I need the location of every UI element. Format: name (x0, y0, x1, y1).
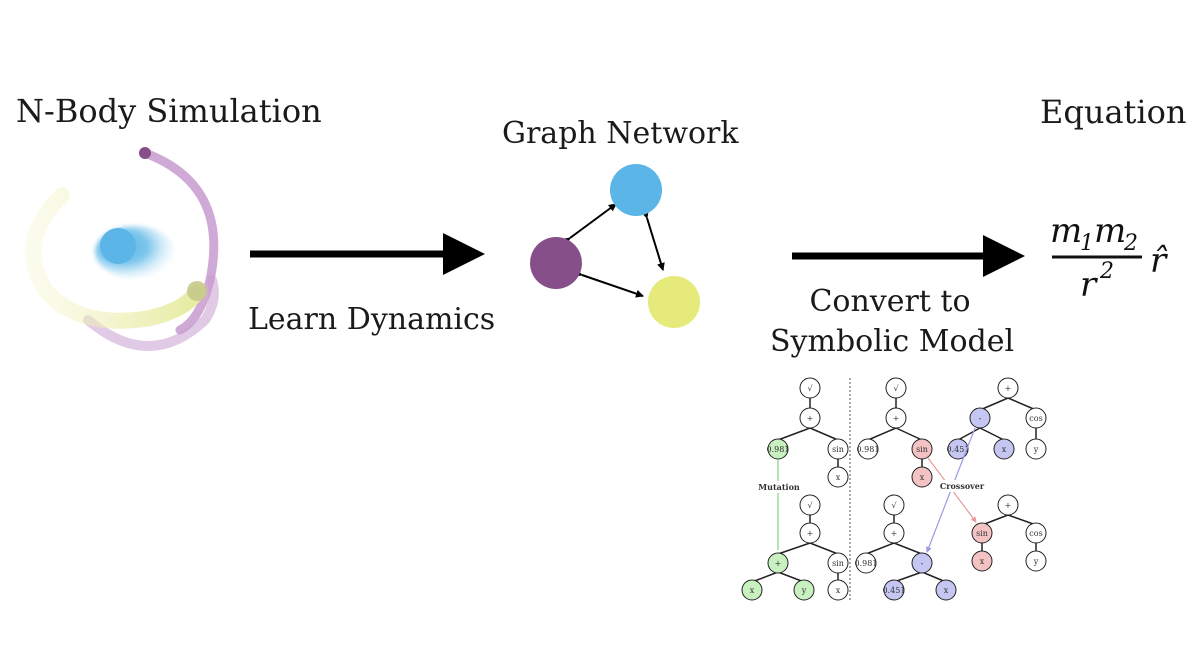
graph-node-purple (530, 237, 582, 289)
svg-text:x: x (1002, 445, 1007, 454)
svg-text:0.451: 0.451 (947, 445, 970, 454)
svg-text:+: + (1005, 501, 1012, 510)
blue-body-core (100, 228, 136, 264)
svg-text:√: √ (891, 501, 897, 510)
svg-text:cos: cos (1029, 529, 1042, 538)
node-minus-blue (969, 407, 991, 429)
crossover-child-a: √ + 0.981 - 0.451 x (855, 494, 957, 601)
node-x-red (911, 466, 933, 488)
node-plus (799, 407, 821, 429)
svg-text:sin: sin (916, 445, 928, 454)
eq-r: r (1080, 265, 1098, 305)
svg-text:sin: sin (832, 445, 844, 454)
node-x (827, 466, 849, 488)
svg-text:+: + (893, 414, 900, 423)
svg-text:x: x (944, 586, 949, 595)
edge-purple-blue (561, 203, 617, 246)
svg-text:√: √ (807, 501, 813, 510)
eq-m2: m (1094, 211, 1126, 251)
svg-text:+: + (807, 529, 814, 538)
svg-text:y: y (801, 586, 807, 595)
svg-text:x: x (980, 557, 985, 566)
convert-label: Convert to Symbolic Model (770, 282, 1015, 362)
mutation-tree-before: √ + 0.981 sin x (767, 377, 849, 488)
svg-text:y: y (1033, 445, 1039, 454)
symbolic-regression-inset: √ + 0.981 sin x Mutation (741, 377, 1047, 601)
graph-node-yellow (648, 276, 700, 328)
graph-network-title: Graph Network (502, 116, 739, 151)
svg-text:+: + (807, 414, 814, 423)
purple-trail-lower (83, 275, 219, 351)
svg-text:y: y (1033, 557, 1039, 566)
node-sin-red (911, 438, 933, 460)
crossover-parent-b: + - cos 0.451 x y (947, 377, 1047, 460)
svg-text:0.981: 0.981 (767, 445, 790, 454)
svg-text:0.981: 0.981 (855, 559, 878, 568)
svg-text:-: - (921, 559, 924, 568)
equation-title: Equation (1040, 93, 1187, 131)
learn-dynamics-label: Learn Dynamics (248, 302, 496, 337)
svg-text:0.451: 0.451 (883, 586, 906, 595)
node-sin (827, 438, 849, 460)
node-x-blue (993, 438, 1015, 460)
crossover-label: Crossover (940, 481, 985, 491)
crossover-child-b: + sin cos x y (971, 494, 1047, 572)
purple-trail (140, 148, 219, 335)
node-const-blue (947, 438, 969, 460)
nbody-simulation (25, 147, 219, 351)
eq-sub2: 2 (1123, 231, 1138, 256)
yellow-body (187, 281, 207, 301)
node-x-green (741, 579, 763, 601)
equation: m 1 m 2 r 2 r̂ (1050, 211, 1168, 305)
svg-text:+: + (891, 529, 898, 538)
svg-text:sin: sin (976, 529, 988, 538)
node-y-green (793, 579, 815, 601)
svg-text:x: x (750, 586, 755, 595)
edge-blue-yellow (641, 210, 665, 271)
graph-network (530, 164, 700, 328)
graph-node-blue (610, 164, 662, 216)
svg-text:x: x (920, 473, 925, 482)
crossover-parent-a: √ + 0.981 sin x (857, 377, 933, 488)
svg-text:-: - (979, 414, 982, 423)
convert-label-line1: Convert to (809, 284, 971, 319)
svg-text:√: √ (807, 384, 813, 393)
mutation-label: Mutation (758, 482, 800, 492)
eq-rhat: r̂ (1150, 241, 1168, 281)
svg-text:+: + (1005, 384, 1012, 393)
svg-text:x: x (836, 473, 841, 482)
svg-text:sin: sin (832, 559, 844, 568)
eq-m1: m (1050, 211, 1082, 251)
purple-body (139, 147, 151, 159)
yellow-trail (25, 187, 205, 329)
nbody-title: N-Body Simulation (16, 92, 322, 130)
mutation-tree-after: √ + + sin x y x (741, 494, 849, 601)
svg-text:x: x (836, 586, 841, 595)
node-plus-green (767, 552, 789, 574)
eq-exp: 2 (1099, 259, 1114, 284)
node-sqrt (799, 377, 821, 399)
svg-text:0.981: 0.981 (857, 445, 880, 454)
svg-text:cos: cos (1029, 414, 1042, 423)
edge-purple-yellow (574, 268, 644, 298)
eq-sub1: 1 (1080, 231, 1094, 256)
convert-label-line2: Symbolic Model (770, 324, 1015, 359)
svg-text:√: √ (893, 384, 899, 393)
svg-text:+: + (775, 559, 782, 568)
